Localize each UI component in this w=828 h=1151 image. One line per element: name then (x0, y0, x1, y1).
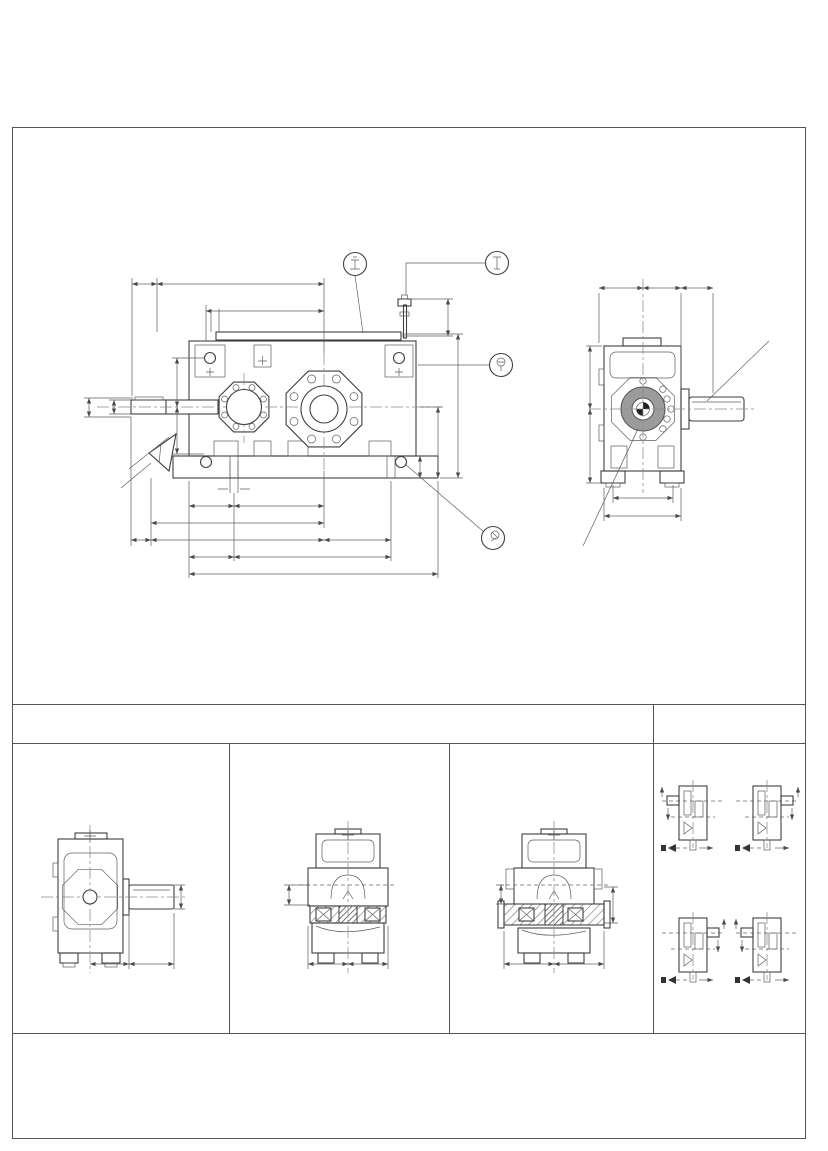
b2dh-shrink-disk-view (496, 821, 618, 973)
gearbox-side-view (582, 279, 770, 547)
output-shaft-section-title (13, 704, 653, 743)
service-symbols (342, 250, 514, 551)
notes-chinese (26, 1046, 40, 1055)
divider-band-bottom (13, 743, 805, 744)
b2hh-hollow-shaft-view (284, 821, 397, 973)
notes-section (13, 1033, 805, 1140)
design-variant-d (733, 911, 798, 984)
main-dimension-drawing (84, 250, 770, 578)
design-variant-a (659, 779, 724, 852)
divider-main-vs-table (13, 704, 805, 705)
shaft-variant-drawings (41, 779, 801, 984)
design-variant-c (661, 911, 727, 984)
front-view-dimensions (84, 278, 463, 578)
divider-design-column (653, 704, 654, 1033)
divider-col2-col3 (449, 743, 450, 1033)
bolt-circle-input-flange (221, 384, 267, 430)
notes-english (376, 1046, 390, 1055)
section-header-band (13, 704, 805, 743)
design-variant-b (735, 779, 801, 852)
dipstick-symbol (405, 250, 510, 295)
oil-level-symbol (418, 352, 514, 378)
content-frame (12, 127, 806, 1139)
divider-notes-top (13, 1033, 805, 1034)
gearbox-front-view (97, 294, 441, 479)
divider-col1-col2 (229, 743, 230, 1033)
b2sh-solid-shaft-view (41, 825, 186, 973)
breather-symbol (342, 251, 368, 334)
oil-dipstick (397, 294, 412, 339)
design-section-title (653, 704, 807, 743)
bolt-circle-output-flange (289, 374, 359, 444)
